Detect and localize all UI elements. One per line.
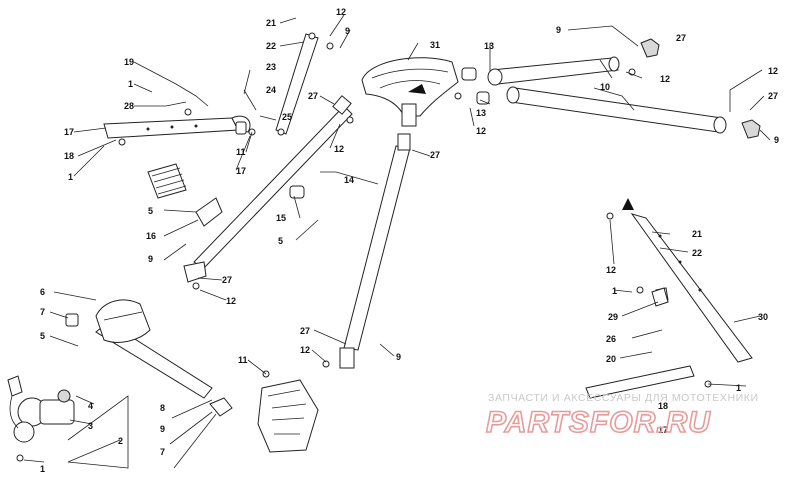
lower-gear-assembly bbox=[209, 379, 319, 453]
callout-22: 22 bbox=[266, 41, 276, 51]
steering-tube bbox=[339, 133, 411, 369]
callout-5: 5 bbox=[40, 331, 45, 341]
callout-1: 1 bbox=[68, 172, 73, 182]
callout-5: 5 bbox=[148, 206, 153, 216]
callout-4: 4 bbox=[88, 401, 93, 411]
callout-9: 9 bbox=[556, 25, 561, 35]
callout-25: 25 bbox=[282, 112, 292, 122]
lower-cross-member bbox=[95, 299, 213, 399]
power-steering-unit bbox=[7, 375, 75, 443]
callout-7: 7 bbox=[160, 447, 165, 457]
watermark-logo-text: PARTSFOR.RU bbox=[486, 406, 711, 439]
callout-30: 30 bbox=[758, 312, 768, 322]
callout-19: 19 bbox=[124, 57, 134, 67]
callout-5: 5 bbox=[278, 236, 283, 246]
steering-support-bracket bbox=[361, 57, 459, 127]
callout-9: 9 bbox=[160, 424, 165, 434]
callout-14: 14 bbox=[344, 175, 354, 185]
callout-13: 13 bbox=[484, 41, 494, 51]
callout-27: 27 bbox=[676, 33, 686, 43]
callout-6: 6 bbox=[40, 287, 45, 297]
callout-12: 12 bbox=[300, 345, 310, 355]
callout-10: 10 bbox=[600, 82, 610, 92]
callout-12: 12 bbox=[606, 265, 616, 275]
callout-23: 23 bbox=[266, 62, 276, 72]
callout-1: 1 bbox=[612, 286, 617, 296]
callout-27: 27 bbox=[300, 326, 310, 336]
watermark-tagline: ЗАПЧАСТИ И АКСЕССУАРЫ ДЛЯ МОТОТЕХНИКИ bbox=[488, 392, 759, 404]
callout-17: 17 bbox=[658, 425, 668, 435]
callout-7: 7 bbox=[40, 307, 45, 317]
watermark: ЗАПЧАСТИ И АКСЕССУАРЫ ДЛЯ МОТОТЕХНИКИ PA… bbox=[485, 392, 759, 440]
callout-31: 31 bbox=[430, 40, 440, 50]
callout-12: 12 bbox=[768, 66, 778, 76]
callout-labels: 21 22 12 9 31 13 9 27 12 10 13 12 12 27 … bbox=[40, 7, 779, 474]
leader-lines bbox=[23, 14, 771, 469]
callout-11: 11 bbox=[238, 355, 248, 365]
callout-1: 1 bbox=[40, 464, 45, 474]
callout-9: 9 bbox=[148, 254, 153, 264]
callout-16: 16 bbox=[146, 231, 156, 241]
callout-9: 9 bbox=[396, 352, 401, 362]
callout-13: 13 bbox=[476, 108, 486, 118]
callout-11: 11 bbox=[236, 147, 246, 157]
callout-8: 8 bbox=[160, 403, 165, 413]
upper-link-bar bbox=[275, 32, 319, 136]
callout-27: 27 bbox=[768, 91, 778, 101]
callout-12: 12 bbox=[336, 7, 346, 17]
callout-17: 17 bbox=[236, 166, 246, 176]
callout-9: 9 bbox=[345, 26, 350, 36]
callout-12: 12 bbox=[226, 296, 236, 306]
callout-1: 1 bbox=[736, 383, 741, 393]
callout-12: 12 bbox=[660, 74, 670, 84]
callout-18: 18 bbox=[64, 151, 74, 161]
callout-27: 27 bbox=[222, 275, 232, 285]
callout-12: 12 bbox=[334, 144, 344, 154]
callout-3: 3 bbox=[88, 421, 93, 431]
callout-2: 2 bbox=[118, 436, 123, 446]
callout-17: 17 bbox=[64, 127, 74, 137]
steering-column-tube bbox=[183, 95, 353, 283]
callout-26: 26 bbox=[606, 334, 616, 344]
callout-29: 29 bbox=[608, 312, 618, 322]
callout-20: 20 bbox=[606, 354, 616, 364]
callout-22: 22 bbox=[692, 248, 702, 258]
callout-24: 24 bbox=[266, 85, 276, 95]
callout-28: 28 bbox=[124, 101, 134, 111]
callout-21: 21 bbox=[692, 229, 702, 239]
callout-21: 21 bbox=[266, 18, 276, 28]
callout-27: 27 bbox=[308, 91, 318, 101]
module-block bbox=[147, 163, 223, 227]
callout-12: 12 bbox=[476, 126, 486, 136]
callout-9: 9 bbox=[774, 135, 779, 145]
callout-18: 18 bbox=[658, 401, 668, 411]
callout-15: 15 bbox=[276, 213, 286, 223]
upper-left-bracket bbox=[103, 115, 251, 139]
callout-1: 1 bbox=[128, 79, 133, 89]
callout-27: 27 bbox=[430, 150, 440, 160]
rod-assembly-top-right bbox=[461, 38, 761, 139]
